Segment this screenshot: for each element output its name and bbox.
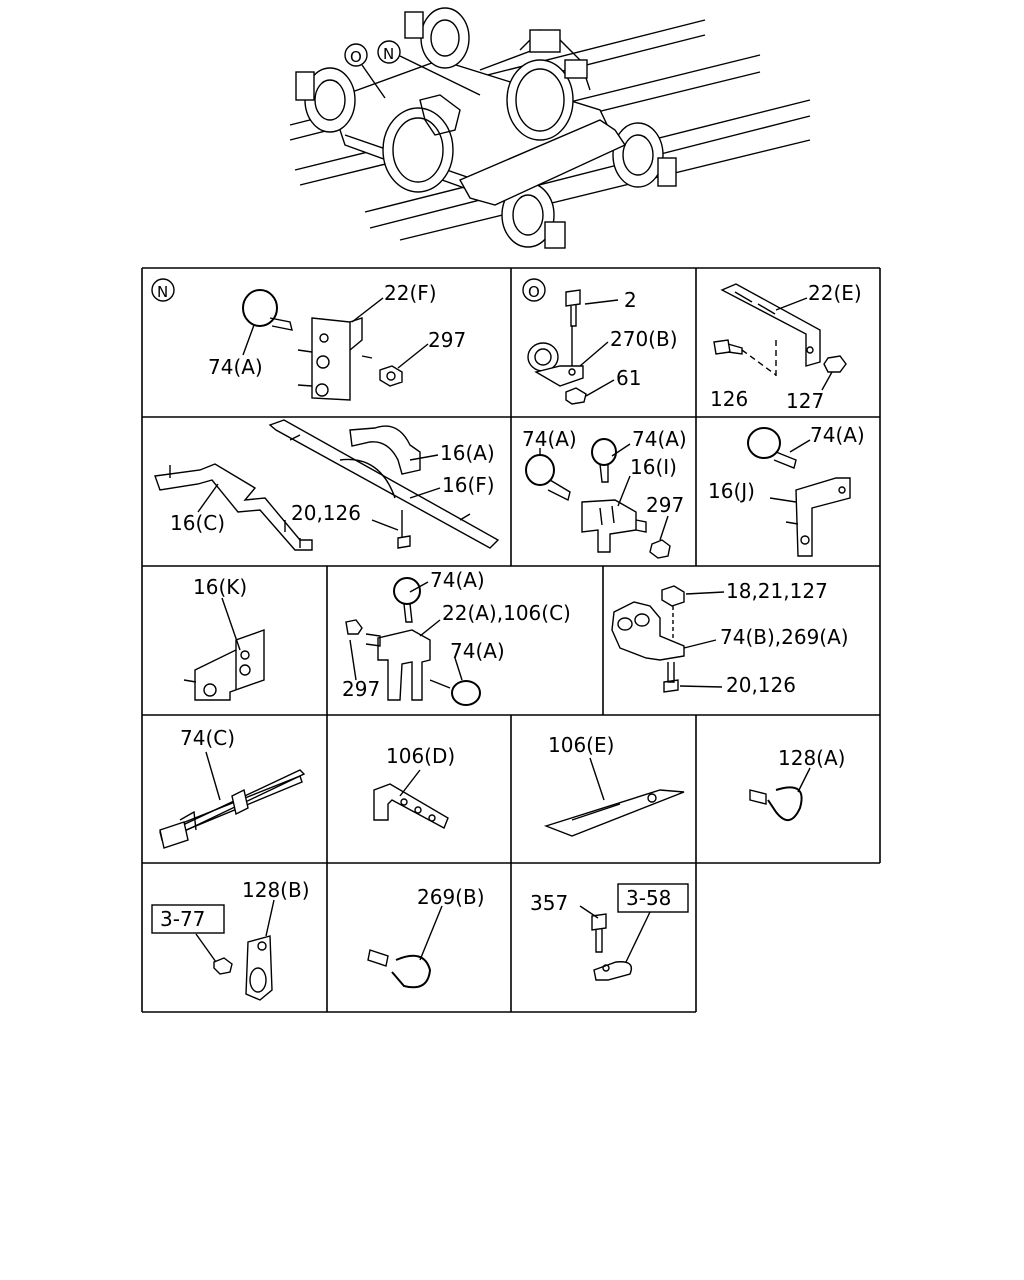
hub-bottom [501, 182, 566, 249]
cell-74b-label-1: 74(B),269(A) [720, 625, 849, 649]
parts-grid [141, 267, 881, 1013]
cell-16-label-3: 20,126 [291, 501, 361, 525]
cell-16j-label-1: 16(J) [708, 479, 755, 503]
ref-box-3-58-label: 3-58 [626, 886, 671, 910]
bracket-16a [349, 425, 421, 475]
clip-357 [593, 961, 633, 981]
clamp-128a [767, 786, 803, 821]
hub-top [404, 7, 470, 69]
cell-o-label-1: 270(B) [610, 327, 678, 351]
cell-74c-label-0: 74(C) [180, 726, 235, 750]
cell-n-label-1: 297 [428, 328, 466, 352]
cell-16i-label-3: 297 [646, 493, 684, 517]
bracket-22a [377, 629, 431, 701]
bolt-2 [565, 289, 581, 307]
clamp-269b [391, 954, 432, 989]
cell-16i-label-2: 16(I) [630, 455, 677, 479]
clip-270b [534, 365, 584, 387]
bolt-357 [591, 913, 607, 931]
ref-box-3-58[interactable] [617, 883, 689, 913]
cell-22e-label-0: 22(E) [808, 281, 862, 305]
nut-297-b [649, 539, 671, 559]
nut-18 [661, 585, 685, 607]
bolt-126 [713, 339, 731, 355]
nut-297-c [345, 619, 363, 635]
cell-106d-label-0: 106(D) [386, 744, 455, 768]
cell-16j: 74(A) 16(J) [708, 423, 865, 557]
nut-127 [823, 355, 847, 373]
cell-n-marker: N [157, 283, 168, 301]
cell-16k: 16(K) [183, 575, 265, 701]
ref-box-3-77-label: 3-77 [160, 907, 205, 931]
bracket-22f [311, 317, 351, 401]
cell-o-label-2: 61 [616, 366, 641, 390]
hub-left [295, 67, 356, 133]
cell-128b: 3-77 128(B) [151, 878, 310, 1001]
cell-22a-label-1: 22(A),106(C) [442, 601, 571, 625]
nut-297 [379, 365, 403, 387]
nut-128b [213, 957, 233, 975]
mount-74b [611, 601, 685, 661]
cell-16k-label-0: 16(K) [193, 575, 247, 599]
bracket-16j [795, 477, 851, 557]
bolt-20-126 [397, 535, 411, 549]
cell-128b-label-0: 128(B) [242, 878, 310, 902]
cell-357: 3-58 357 [530, 883, 689, 981]
cell-16j-label-0: 74(A) [810, 423, 865, 447]
callout-o-label: O [350, 48, 362, 66]
cell-357-label-0: 357 [530, 891, 568, 915]
cell-74b-label-0: 18,21,127 [726, 579, 828, 603]
cell-106e-label-0: 106(E) [548, 733, 614, 757]
cell-269b: 269(B) [367, 885, 485, 989]
bracket-16f [268, 419, 500, 549]
cell-106e: 106(E) [543, 733, 685, 837]
cell-22e-label-1: 126 [710, 387, 748, 411]
cell-22a: 74(A) 22(A),106(C) 74(A) 297 [342, 568, 571, 706]
bracket-106d [373, 783, 449, 829]
cell-o: O 2 270(B) 61 [522, 278, 678, 405]
cell-22a-label-0: 74(A) [430, 568, 485, 592]
cell-o-label-0: 2 [624, 288, 637, 312]
ref-box-3-77[interactable] [151, 904, 225, 934]
hub-right [612, 122, 677, 188]
cell-106d: 106(D) [373, 744, 455, 829]
cell-74c: 74(C) [159, 726, 306, 849]
cell-n-label-0: 22(F) [384, 281, 437, 305]
cell-16-brackets: 16(A) 16(F) 16(C) 20,126 [154, 419, 500, 551]
cell-n: N 22(F) 297 74(A) [151, 278, 466, 401]
cell-o-marker: O [528, 283, 540, 301]
cell-16i-label-1: 74(A) [632, 427, 687, 451]
callout-o: O [344, 43, 386, 99]
cell-16-label-1: 16(F) [442, 473, 495, 497]
cell-74b-label-2: 20,126 [726, 673, 796, 697]
cell-16i: 74(A) 74(A) 16(I) 297 [522, 427, 687, 559]
cell-16-label-0: 16(A) [440, 441, 495, 465]
plate-106e [543, 789, 685, 837]
cell-n-label-2: 74(A) [208, 355, 263, 379]
callout-n: N [377, 40, 481, 96]
bracket-16k [194, 629, 265, 701]
cell-22a-label-3: 297 [342, 677, 380, 701]
cell-16-label-2: 16(C) [170, 511, 225, 535]
cell-22e: 22(E) 126 127 [710, 281, 862, 413]
cell-269b-label-0: 269(B) [417, 885, 485, 909]
cell-22a-label-2: 74(A) [450, 639, 505, 663]
bracket-16i [581, 499, 637, 553]
bracket-16c [154, 463, 313, 551]
cell-128a: 128(A) [749, 746, 845, 821]
hose-clamp [242, 289, 278, 327]
nut-61 [565, 387, 587, 405]
cell-128a-label-0: 128(A) [778, 746, 845, 770]
cell-74b: 18,21,127 74(B),269(A) 20,126 [611, 579, 849, 697]
axle-overview-illustration: O N [289, 7, 811, 249]
cell-22e-label-2: 127 [786, 389, 824, 413]
callout-n-label: N [383, 45, 394, 63]
cell-16i-label-0: 74(A) [522, 427, 577, 451]
bracket-22e [720, 283, 821, 367]
